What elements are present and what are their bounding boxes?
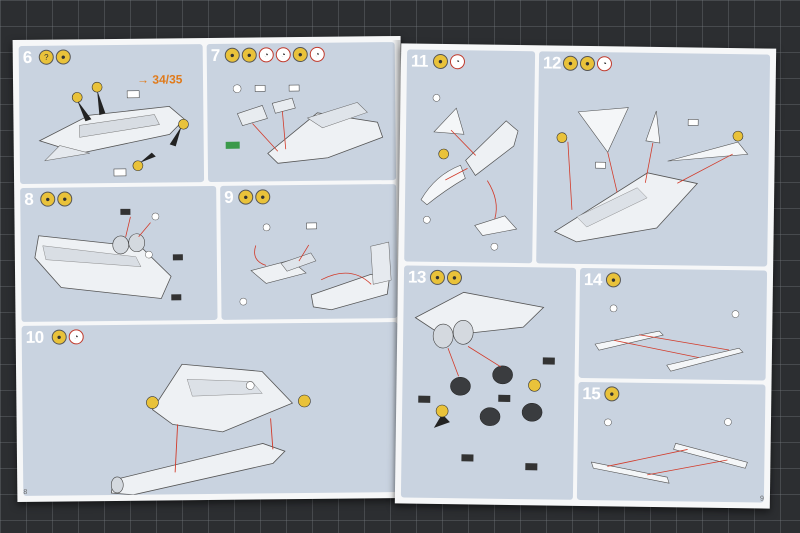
page-number: 8 (23, 488, 28, 496)
step-15-panel: 15 ● (576, 381, 766, 503)
guide-line (607, 449, 728, 476)
step-12-artwork (553, 107, 749, 243)
step-11-panel: 11 ● ◔ (404, 49, 536, 264)
callout-pointers (77, 90, 182, 163)
instruction-page-left: 6 ? ● → 34/35 (12, 35, 406, 503)
step-9-artwork (239, 222, 392, 311)
guide-line (614, 334, 730, 358)
step-13-artwork (414, 291, 555, 471)
step-8-panel: 8 ● ● (20, 185, 218, 322)
step-13-panel: 13 ● ● (400, 265, 577, 500)
guide-line (567, 141, 733, 210)
fuselage-drawing (110, 443, 286, 496)
warning-icons (71, 81, 189, 172)
step-15-artwork (590, 418, 748, 484)
step-14-artwork (594, 304, 744, 372)
step-7-panel: 7 ● ● ◔ ◔ ● ◔ (206, 42, 397, 183)
exhaust-nozzle-parts (450, 365, 543, 426)
step-6-artwork (38, 81, 189, 177)
step-7-artwork (225, 84, 384, 164)
step-10-panel: 10 ● ◔ (21, 322, 400, 496)
aircraft-fuselage-drawing (38, 105, 186, 162)
engine-nozzles-drawing (112, 233, 146, 255)
step-8-artwork (34, 208, 183, 301)
step-6-panel: 6 ? ● → 34/35 (18, 44, 205, 184)
guide-line (174, 418, 274, 473)
decal-marking (225, 141, 240, 149)
guide-line (445, 129, 497, 219)
wing-assembly-drawing (151, 363, 294, 433)
guide-line (447, 346, 501, 377)
guide-line (252, 111, 287, 152)
guide-line (254, 244, 372, 285)
step-14-panel: 14 ● (578, 267, 768, 381)
step-12-panel: 12 ● ● ◔ (536, 51, 771, 267)
step-10-artwork (110, 363, 311, 496)
guide-line (125, 216, 151, 237)
page-number: 9 (759, 495, 764, 503)
step-9-panel: 9 ● ● (220, 184, 398, 320)
instruction-page-right: 11 ● ◔ 12 ● ● ◔ (394, 43, 777, 509)
step-11-artwork (420, 94, 519, 251)
